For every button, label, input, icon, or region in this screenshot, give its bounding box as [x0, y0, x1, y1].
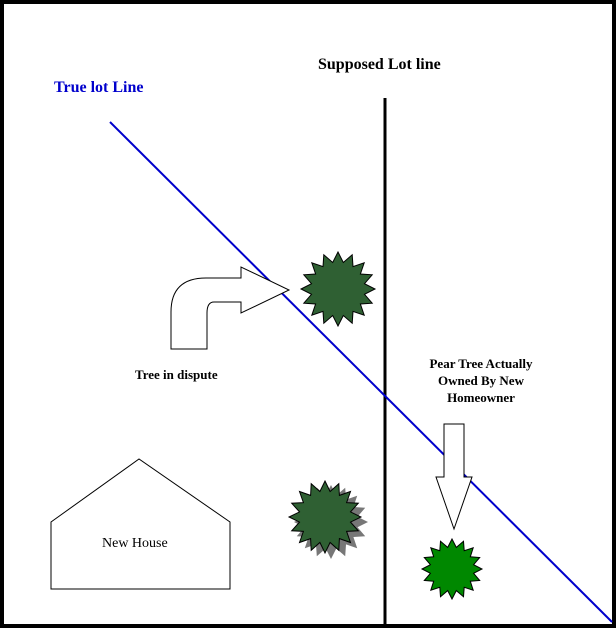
pear-tree-label-line3: Homeowner	[447, 390, 515, 405]
bent-arrow-right-icon	[170, 266, 291, 350]
disputed-tree-icon	[299, 250, 377, 328]
true-lot-line-label: True lot Line	[54, 79, 144, 96]
pear-tree-icon	[420, 537, 484, 601]
pear-tree-label-line1: Pear Tree Actually	[429, 356, 533, 371]
new-house-label: New House	[102, 536, 168, 551]
true-lot-line	[109, 121, 613, 623]
pear-tree-label: Pear Tree Actually Owned By New Homeowne…	[410, 355, 552, 406]
house-outline-icon	[50, 458, 231, 590]
pear-tree-label-line2: Owned By New	[438, 373, 524, 388]
arrow-down-icon	[435, 423, 473, 531]
lower-tree-icon	[287, 479, 363, 555]
tree-in-dispute-label: Tree in dispute	[135, 367, 218, 382]
supposed-lot-line-label: Supposed Lot line	[318, 56, 441, 73]
